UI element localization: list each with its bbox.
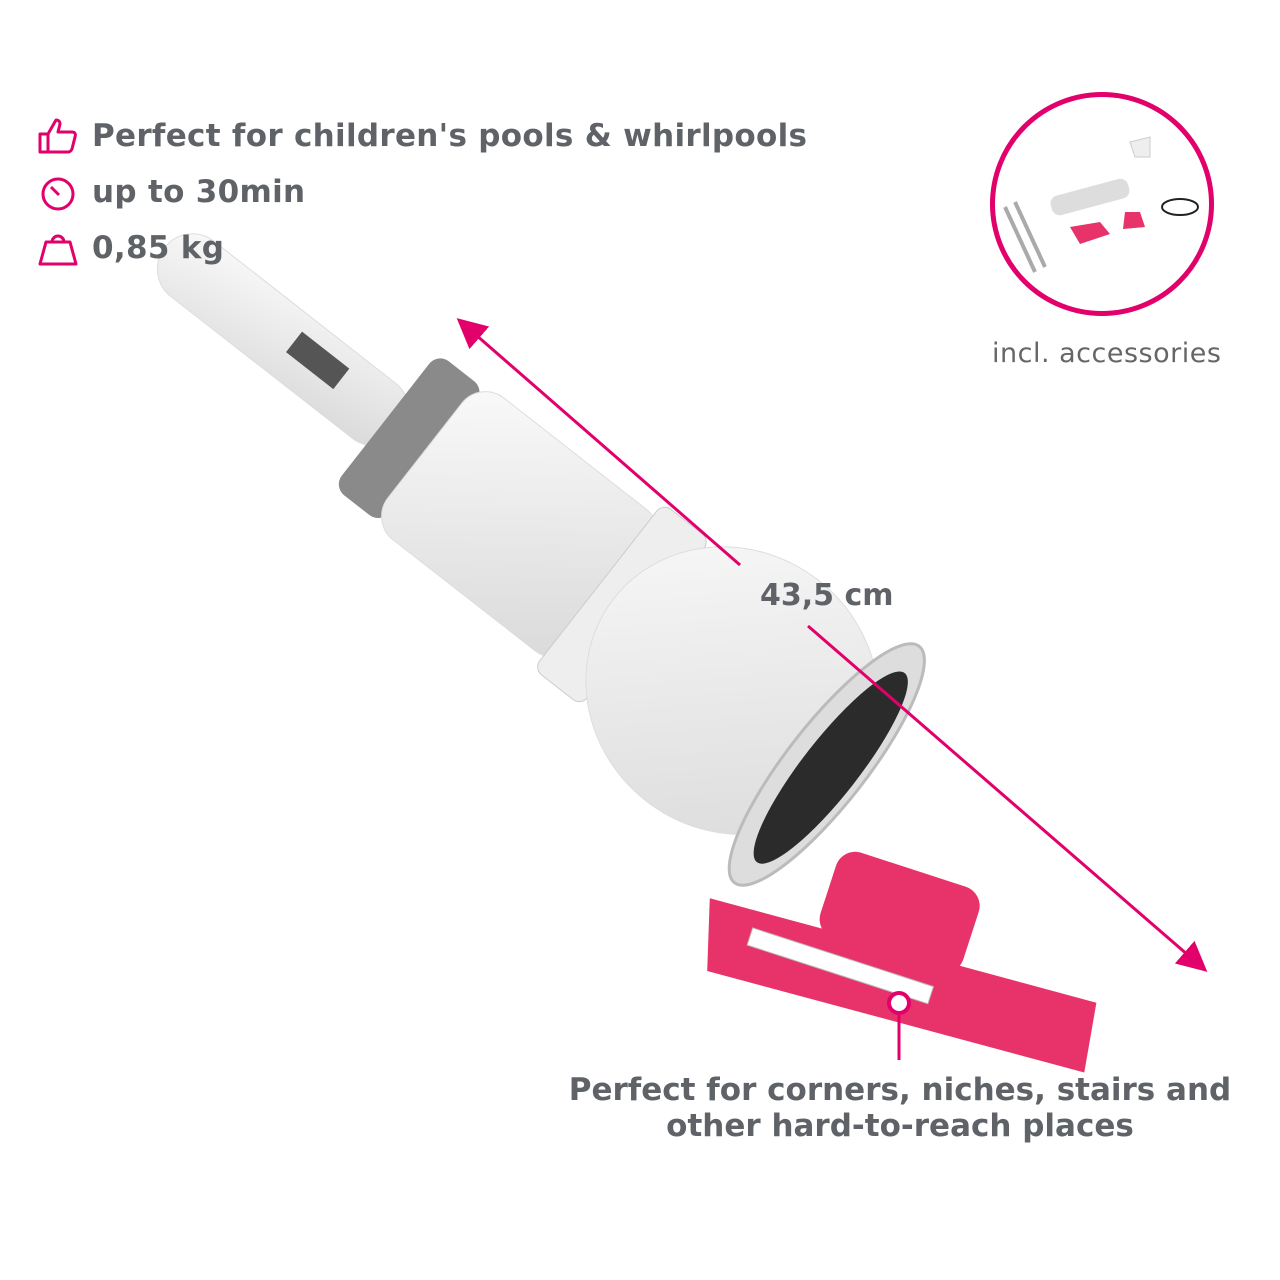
- weight-icon: [38, 234, 78, 266]
- feature-text: Perfect for children's pools & whirlpool…: [92, 118, 808, 154]
- dimension-label: 43,5 cm: [760, 578, 894, 613]
- feature-item: Perfect for children's pools & whirlpool…: [36, 114, 807, 158]
- vacuum-body: [156, 233, 926, 887]
- caption-line-2: other hard-to-reach places: [666, 1108, 1134, 1144]
- feature-item: up to 30min: [36, 170, 305, 214]
- thumbs-up-icon: [38, 118, 77, 154]
- brush-head: [707, 851, 1097, 1073]
- accessories-illustration: [1003, 136, 1199, 273]
- stopwatch-icon: [41, 177, 75, 211]
- feature-text: 0,85 kg: [92, 230, 225, 266]
- callout-dot: [887, 991, 911, 1015]
- caption-line-1: Perfect for corners, niches, stairs and: [568, 1072, 1232, 1108]
- accessories-image: [990, 92, 1214, 316]
- brush-caption: Perfect for corners, niches, stairs and …: [560, 1072, 1240, 1144]
- dimension-arrow-lower: [807, 624, 1208, 972]
- feature-text: up to 30min: [92, 174, 306, 210]
- feature-item: 0,85 kg: [36, 226, 224, 270]
- accessories-label: incl. accessories: [992, 338, 1222, 369]
- dimension-arrow-upper: [456, 318, 741, 567]
